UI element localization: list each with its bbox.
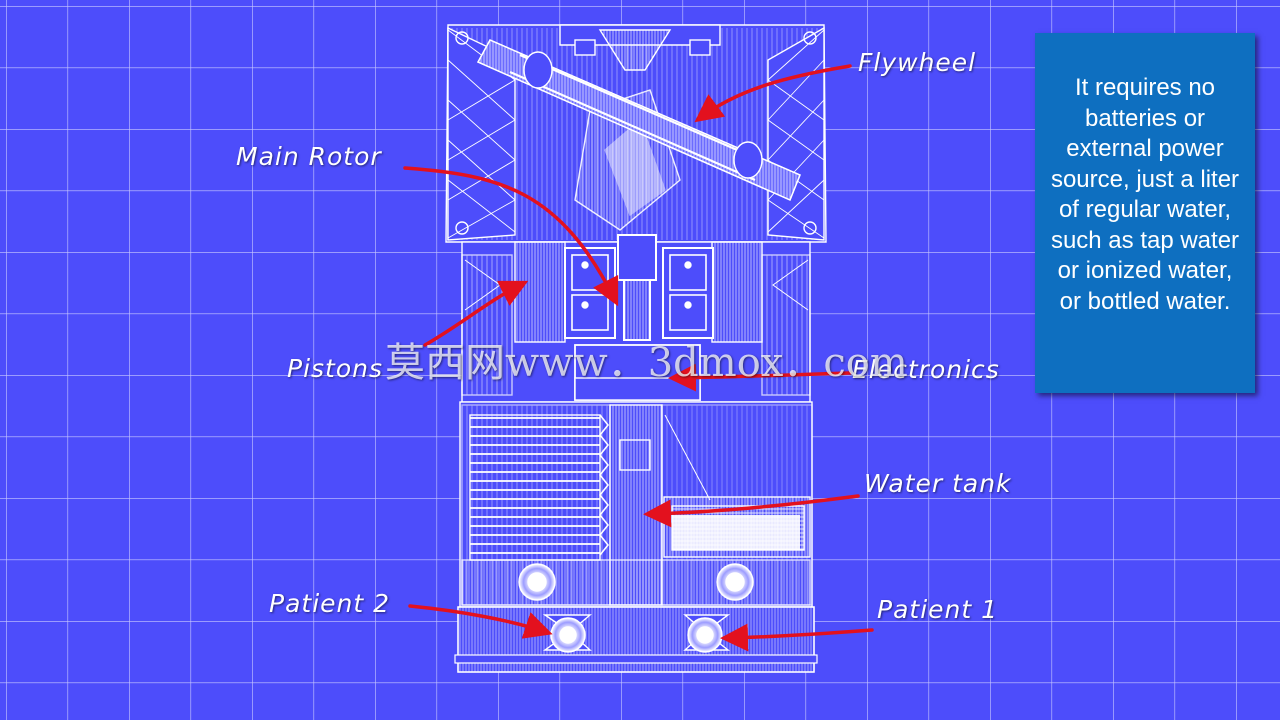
main-rotor-arrow (403, 166, 619, 307)
base-section (454, 606, 818, 673)
flywheel-label: Flywheel (858, 48, 977, 77)
main-rotor-label: Main Rotor (236, 142, 382, 171)
flywheel-arrow (694, 64, 852, 123)
flywheel-rod (477, 39, 801, 201)
info-text: It requires no batteries or external pow… (1050, 74, 1240, 315)
watermark-text: 莫西网www．3dmox．com (385, 340, 908, 386)
lower-section (459, 401, 813, 608)
info-box: It requires no batteries or external pow… (1035, 33, 1255, 393)
water-tank-arrow (643, 494, 860, 528)
patient-2-label: Patient 2 (269, 589, 391, 618)
patient-2-arrow (408, 604, 553, 639)
pointer-arrows (403, 64, 874, 652)
water-tank-label: Water tank (864, 469, 1012, 498)
pistons-label: Pistons (287, 354, 384, 383)
electronics-label: Electronics (852, 355, 1000, 384)
electronics-arrow (668, 363, 852, 392)
patient-1-label: Patient 1 (877, 595, 999, 624)
patient-1-arrow (720, 623, 874, 652)
pistons-arrow (423, 280, 529, 347)
